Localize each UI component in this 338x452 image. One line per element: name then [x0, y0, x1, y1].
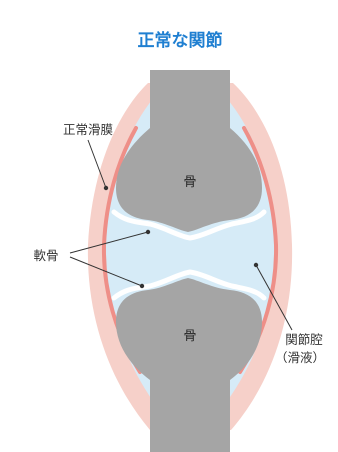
- cartilage-dot-lower: [140, 284, 144, 288]
- cavity-dot: [254, 263, 258, 267]
- cartilage-dot-upper: [146, 230, 150, 234]
- cavity-label-line1: 関節腔: [285, 332, 323, 347]
- diagram-title: 正常な関節: [138, 30, 223, 51]
- upper-bone-label: 骨: [183, 175, 196, 190]
- cartilage-label: 軟骨: [33, 248, 58, 263]
- synovium-label: 正常滑膜: [63, 122, 113, 137]
- lower-bone: [116, 278, 262, 452]
- synovium-dot: [104, 186, 108, 190]
- cavity-label-line2: （滑液）: [275, 350, 325, 365]
- lower-bone-label: 骨: [183, 329, 196, 344]
